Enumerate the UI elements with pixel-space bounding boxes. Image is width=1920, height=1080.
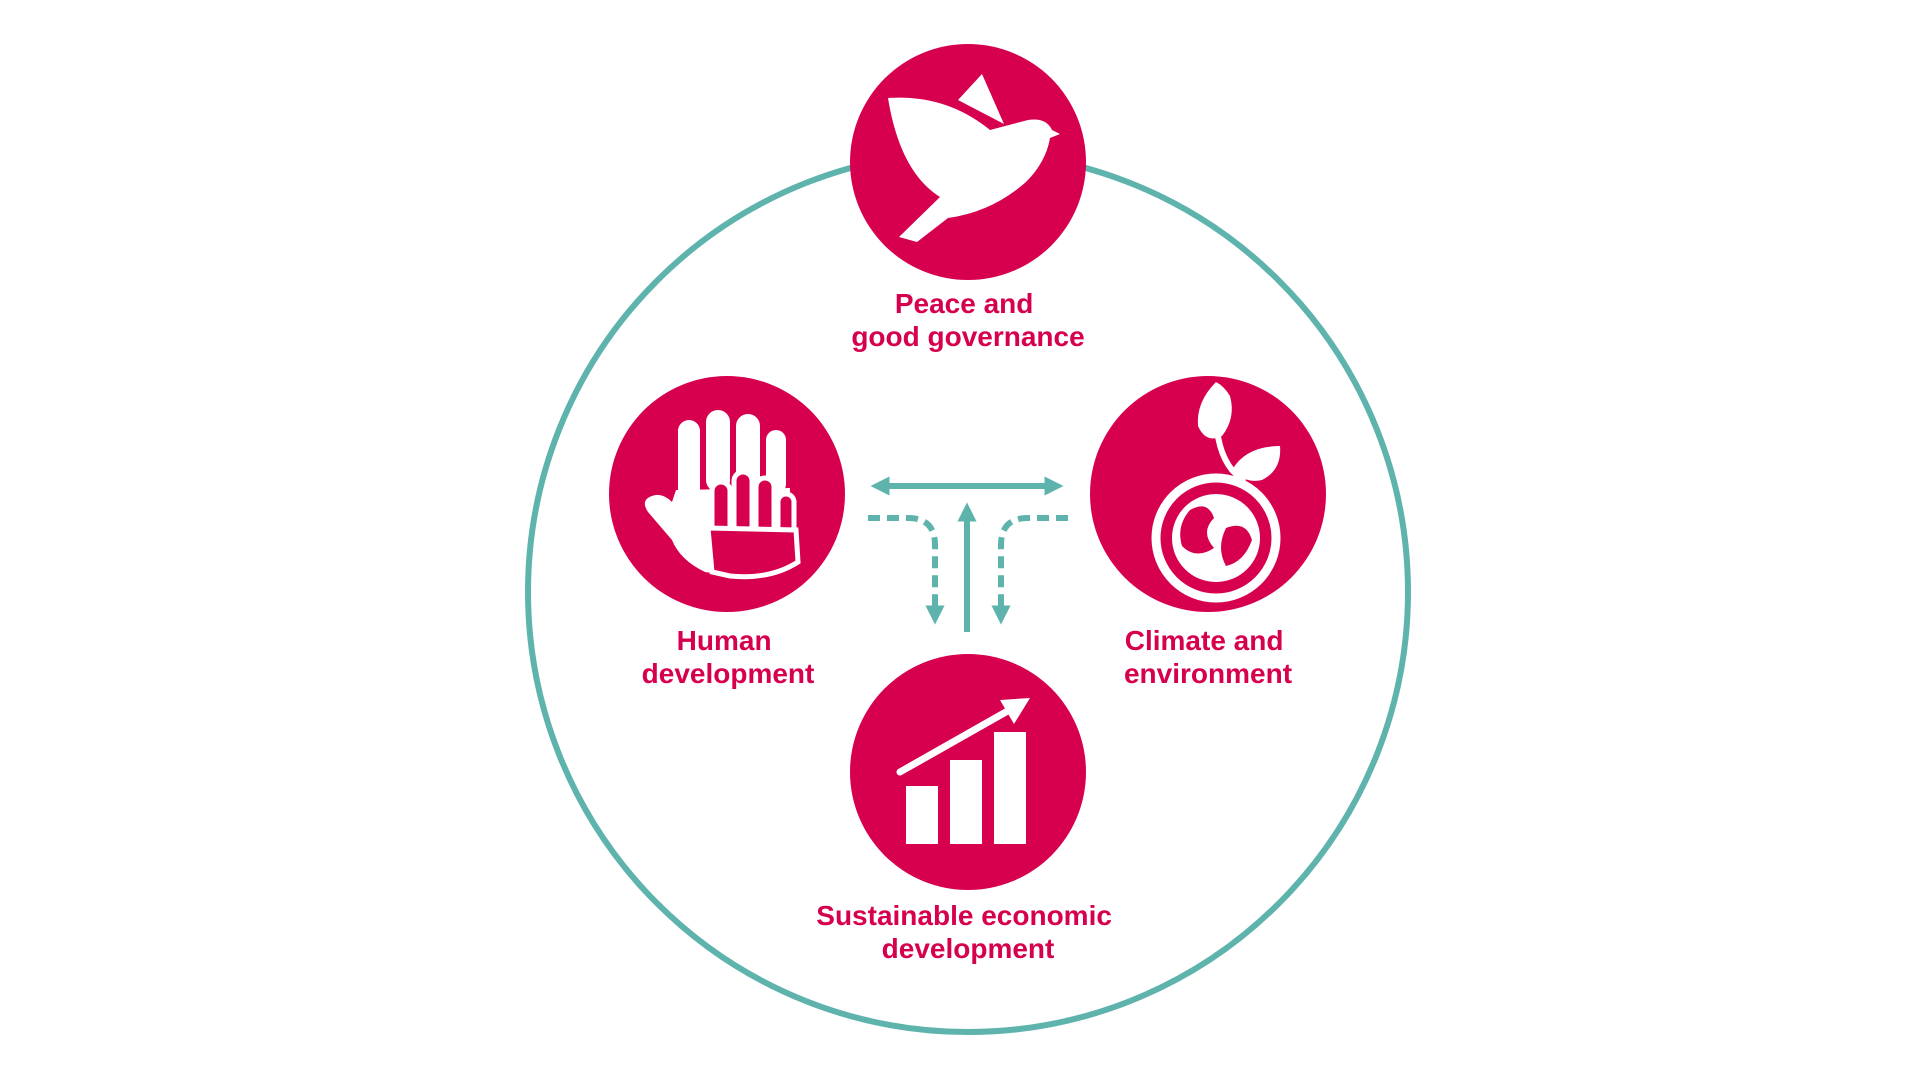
node-peace: Peace and good governance [850, 44, 1086, 352]
dove-icon [888, 74, 1060, 242]
arrow-dashed-left [868, 515, 945, 625]
connection-arrows [868, 476, 1068, 632]
earth-plant-icon [1151, 382, 1281, 603]
node-human: Human development [609, 376, 845, 689]
node-economic: Sustainable economic development [816, 654, 1119, 964]
climate-circle [1090, 376, 1326, 612]
label-economic: Sustainable economic development [816, 900, 1119, 964]
label-climate: Climate and environment [1124, 625, 1292, 689]
node-climate: Climate and environment [1090, 376, 1326, 689]
hands-icon [644, 410, 801, 580]
growth-chart-icon [896, 698, 1030, 844]
label-human: Human development [642, 625, 815, 689]
arrow-dashed-right [991, 515, 1068, 625]
label-peace: Peace and good governance [851, 288, 1084, 352]
